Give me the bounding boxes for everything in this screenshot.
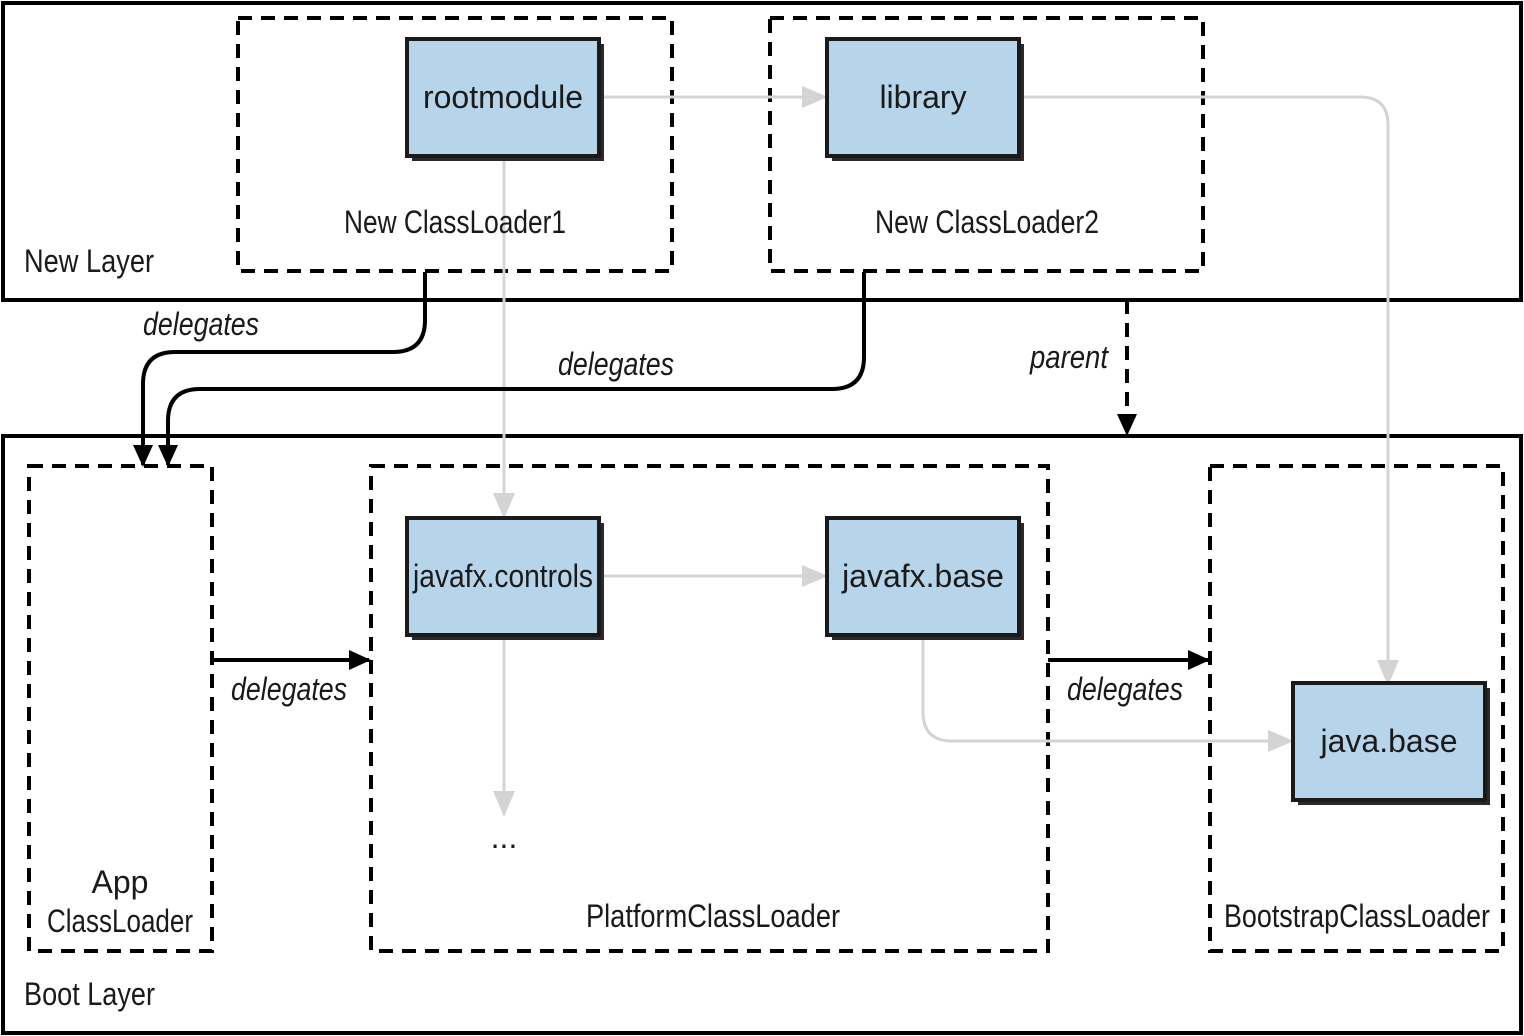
module-label: rootmodule [423,79,583,115]
delegates-label-4: delegates [1067,671,1183,707]
delegates-arrow-classloader2-app [158,272,866,467]
new-layer-box [1,1,1523,302]
delegates-label-1: delegates [143,306,259,342]
delegates-label-2: delegates [558,346,674,382]
module-java-base: java.base [1291,681,1490,805]
module-rootmodule: rootmodule [405,37,604,161]
app-classloader-label-line1: App [92,864,149,900]
module-label: javafx.base [841,558,1004,594]
bootstrap-classloader-label: BootstrapClassLoader [1224,898,1490,934]
module-javafx-controls: javafx.controls [405,516,604,640]
bootstrap-classloader-box [1208,464,1505,953]
delegates-arrow-classloader1-app [133,272,427,467]
module-label: library [879,79,966,115]
new-classloader1-box [236,16,674,273]
app-classloader-box [27,464,214,953]
platform-classloader-label: PlatformClassLoader [586,898,840,934]
module-label: javafx.controls [412,558,593,594]
dependency-arrow-library-javabase [1020,95,1399,686]
new-layer-label: New Layer [24,243,154,279]
boot-layer-label: Boot Layer [24,976,155,1012]
module-javafx-base: javafx.base [825,516,1024,640]
app-classloader-label-line2: ClassLoader [47,903,193,939]
delegates-label-3: delegates [231,671,347,707]
new-classloader1-label: New ClassLoader1 [344,204,566,240]
module-label: java.base [1320,723,1458,759]
dependency-arrow-javafxbase-javabase [921,635,1294,752]
platform-classloader-box [369,464,1050,953]
new-classloader2-box [768,16,1205,273]
parent-label: parent [1029,339,1109,375]
module-library: library [825,37,1024,161]
more-modules-ellipsis: ... [491,819,518,855]
new-classloader2-label: New ClassLoader2 [875,204,1099,240]
boot-layer-box [1,434,1523,1035]
